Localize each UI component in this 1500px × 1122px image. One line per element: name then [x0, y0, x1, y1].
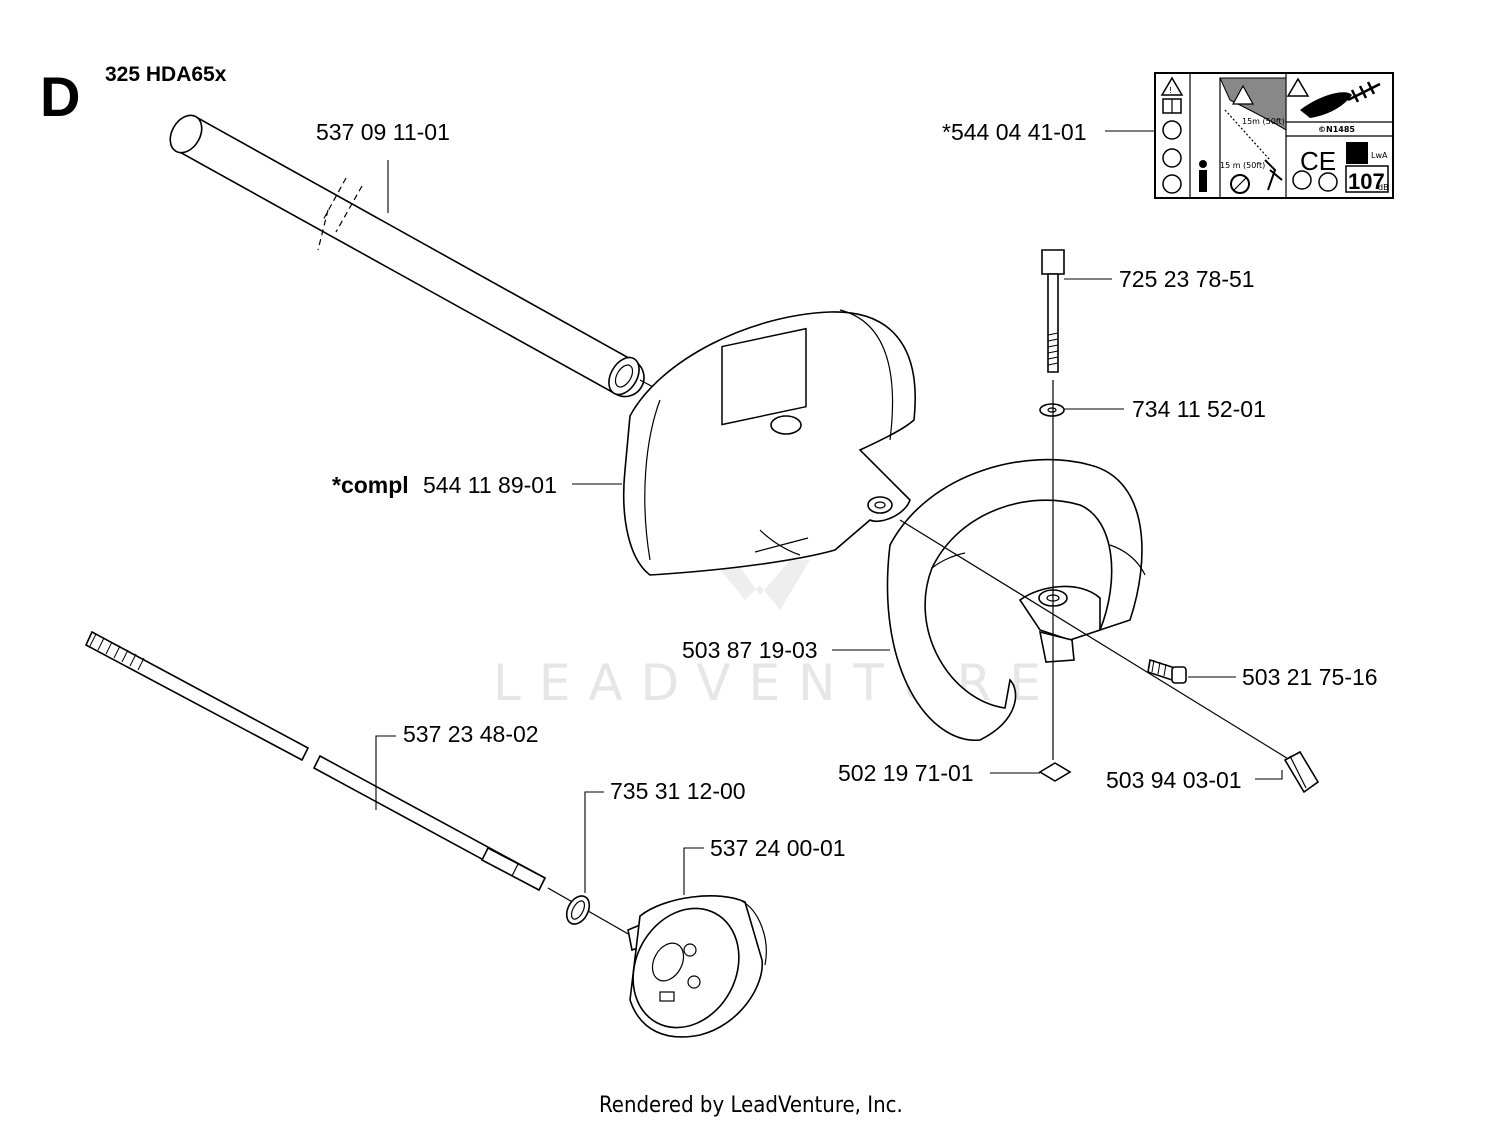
- drive-shaft-part: [84, 630, 631, 936]
- warning-decal: ! 15m (50ft) 15 m (50ft) ©N1485 CE LwA: [1154, 72, 1394, 199]
- warning-triangle-icon-2: [1286, 77, 1310, 97]
- model-name: 325 HDA65x: [105, 63, 227, 86]
- label-nut: 502 19 71-01: [838, 760, 974, 786]
- certification-icon-2: [1318, 172, 1338, 192]
- label-oring: 735 31 12-00: [610, 778, 746, 804]
- label-tube: 537 09 11-01: [316, 119, 450, 145]
- washer-part: [1039, 403, 1065, 417]
- label-washer: 734 11 52-01: [1132, 396, 1266, 422]
- section-letter: D: [40, 65, 80, 128]
- label-handle: 503 87 19-03: [682, 637, 818, 663]
- square-nut-part: [1038, 762, 1072, 782]
- gloves-icon: [1162, 174, 1182, 194]
- hedge-blade-icon: [1347, 81, 1381, 103]
- decal-lwa: LwA: [1371, 151, 1388, 160]
- guard-part: [622, 309, 916, 576]
- clip-part: [1283, 750, 1320, 794]
- certification-icon: [1292, 170, 1312, 190]
- label-decal: *544 04 41-01: [942, 119, 1087, 145]
- operator-icon: [1264, 159, 1283, 191]
- o-ring-part: [565, 895, 591, 925]
- label-guard: 544 11 89-01: [423, 472, 557, 498]
- warning-triangle-icon: [1160, 76, 1184, 96]
- eye-protection-icon: [1162, 120, 1182, 140]
- label-guard-compl: *compl: [332, 472, 409, 498]
- label-shaft: 537 23 48-02: [403, 721, 539, 747]
- label-drum: 537 24 00-01: [710, 835, 846, 861]
- handle-part: [886, 458, 1146, 741]
- decal-sound-value: 107: [1348, 169, 1385, 194]
- hand-icon: [1300, 92, 1352, 118]
- cube-icon: [1346, 142, 1368, 164]
- decal-sound-unit: dB: [1378, 183, 1389, 192]
- clutch-drum-part: [627, 895, 767, 1038]
- decal-distance-lower: 15 m (50ft): [1220, 161, 1265, 170]
- label-bolt: 725 23 78-51: [1119, 266, 1255, 292]
- ce-mark: CE: [1300, 146, 1336, 176]
- footer-text: Rendered by LeadVenture, Inc.: [599, 1093, 903, 1118]
- label-screw: 503 21 75-16: [1242, 664, 1378, 690]
- ear-protection-icon: [1162, 148, 1182, 168]
- tube-part: [169, 114, 656, 398]
- person-icon: [1199, 170, 1207, 192]
- label-clip: 503 94 03-01: [1106, 767, 1242, 793]
- svg-text:!: !: [1169, 86, 1172, 95]
- decal-distance-upper: 15m (50ft): [1242, 117, 1285, 126]
- decal-standard: ©N1485: [1318, 125, 1355, 134]
- screw-part: [1147, 658, 1187, 684]
- bolt-part: [1041, 249, 1065, 373]
